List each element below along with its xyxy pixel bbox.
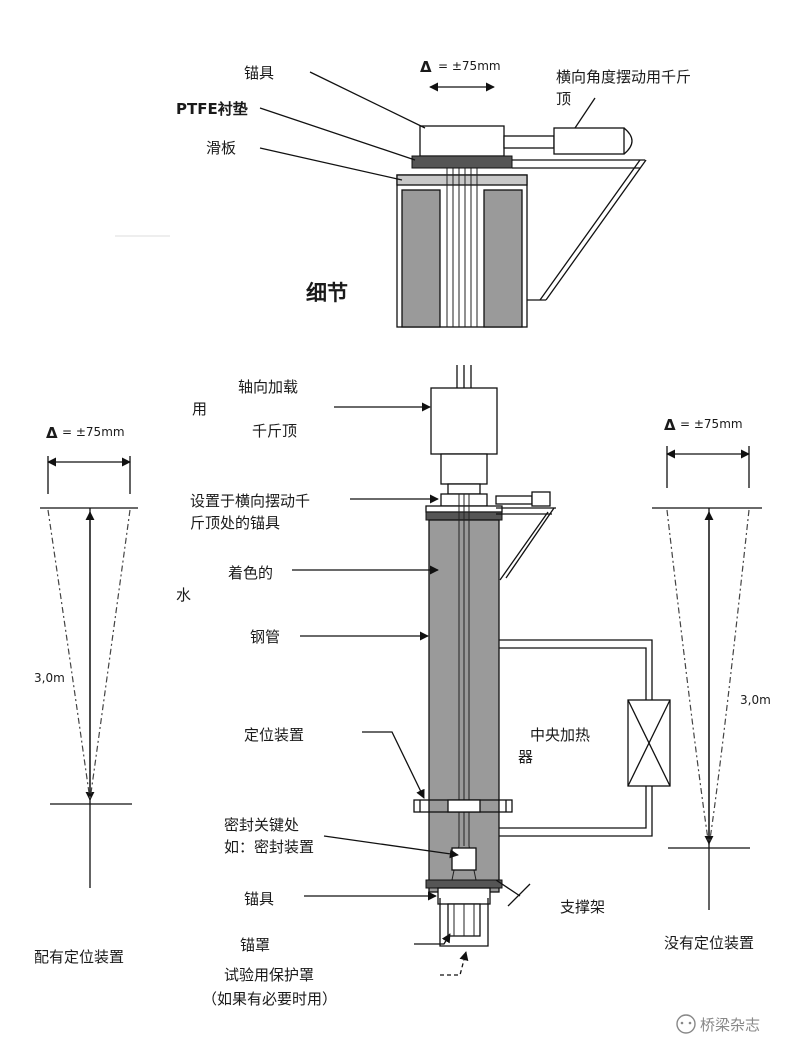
label-anchor-bottom: 锚具 xyxy=(244,890,274,908)
detail-jack-rod xyxy=(503,135,555,149)
label-steel-pipe: 钢管 xyxy=(250,628,280,646)
right-deflection-diagram xyxy=(652,446,762,910)
label-ptfe: PTFE衬垫 xyxy=(176,100,248,118)
main-assembly xyxy=(292,365,671,976)
detail-view xyxy=(115,71,647,328)
leader-anchor-cap xyxy=(414,933,451,945)
protective-cover xyxy=(439,898,489,947)
detail-slide-plate xyxy=(396,174,528,186)
label-anchor-top: 锚具 xyxy=(244,64,274,82)
label-positioning: 定位装置 xyxy=(244,726,304,744)
label-seal-line2: 如：密封装置 xyxy=(224,838,314,856)
label-water-line1: 着色的 xyxy=(228,564,273,582)
delta-symbol: Δ xyxy=(46,424,58,442)
lateral-jack-rod xyxy=(495,495,533,505)
detail-title: 细节 xyxy=(306,281,348,305)
label-heater-line2: 器 xyxy=(518,748,533,766)
seal-device xyxy=(451,847,477,871)
detail-jack-end xyxy=(623,127,633,155)
label-anchor-jack-line1: 设置于横向摆动千 xyxy=(190,492,310,510)
detail-pipe-wall-right xyxy=(483,189,523,328)
leader-slide xyxy=(259,147,403,181)
detail-anchor-block xyxy=(419,125,505,157)
left-length-label: 3,0m xyxy=(34,671,65,685)
leader-ptfe xyxy=(259,107,416,161)
left-deflection-curve xyxy=(47,509,91,801)
label-slide: 滑板 xyxy=(206,139,236,157)
chat-bubble-icon xyxy=(676,1014,696,1034)
support-frame xyxy=(495,879,521,897)
leader-jack xyxy=(574,97,596,129)
lateral-jack-body xyxy=(531,491,551,507)
detail-pipe-wall-left xyxy=(401,189,441,328)
leader-seal xyxy=(323,835,459,859)
detail-ptfe-pad xyxy=(411,155,513,169)
label-anchor-jack-line2: 斤顶处的锚具 xyxy=(190,514,280,532)
right-deflection-curve xyxy=(666,509,710,847)
delta-symbol: Δ xyxy=(420,58,432,76)
axial-jack-body xyxy=(430,387,498,455)
left-delta-label: = ±75mm xyxy=(62,425,125,439)
right-deflection-curve xyxy=(708,509,750,847)
label-axial-line3: 千斤顶 xyxy=(252,422,297,440)
label-seal-line1: 密封关键处 xyxy=(224,816,299,834)
leader-positioning xyxy=(362,731,425,799)
watermark xyxy=(676,1014,696,1034)
right-delta-label: = ±75mm xyxy=(680,417,743,431)
left-deflection-curve xyxy=(89,509,131,801)
bottom-anchor xyxy=(437,887,491,905)
watermark-text: 桥梁杂志 xyxy=(700,1016,760,1034)
delta-symbol: Δ xyxy=(664,416,676,434)
axial-jack-piston xyxy=(440,453,488,485)
left-caption: 配有定位装置 xyxy=(34,948,124,966)
label-jack-line1: 横向角度摆动用千斤 xyxy=(556,68,691,86)
label-delta-top: = ±75mm xyxy=(438,59,501,73)
label-water-line2: 水 xyxy=(176,586,191,604)
detail-bracket-brace xyxy=(539,159,641,301)
label-support: 支撑架 xyxy=(560,898,605,916)
leader-protective-cover xyxy=(440,951,469,976)
heater-pipe xyxy=(499,639,653,837)
right-length-label: 3,0m xyxy=(740,693,771,707)
left-deflection-diagram xyxy=(40,456,138,888)
main-bracket-brace xyxy=(505,507,555,579)
right-caption: 没有定位装置 xyxy=(664,934,754,952)
label-protect-line2: （如果有必要时用） xyxy=(202,990,337,1008)
label-anchor-cap: 锚罩 xyxy=(240,936,270,954)
label-jack-line2: 顶 xyxy=(556,90,571,108)
label-axial-line2: 用 xyxy=(192,400,207,418)
label-heater-line1: 中央加热 xyxy=(530,726,590,744)
label-axial-line1: 轴向加载 xyxy=(238,378,298,396)
leader-anchor xyxy=(309,71,426,129)
detail-jack-body xyxy=(553,127,625,155)
label-protect-line1: 试验用保护罩 xyxy=(224,966,314,984)
